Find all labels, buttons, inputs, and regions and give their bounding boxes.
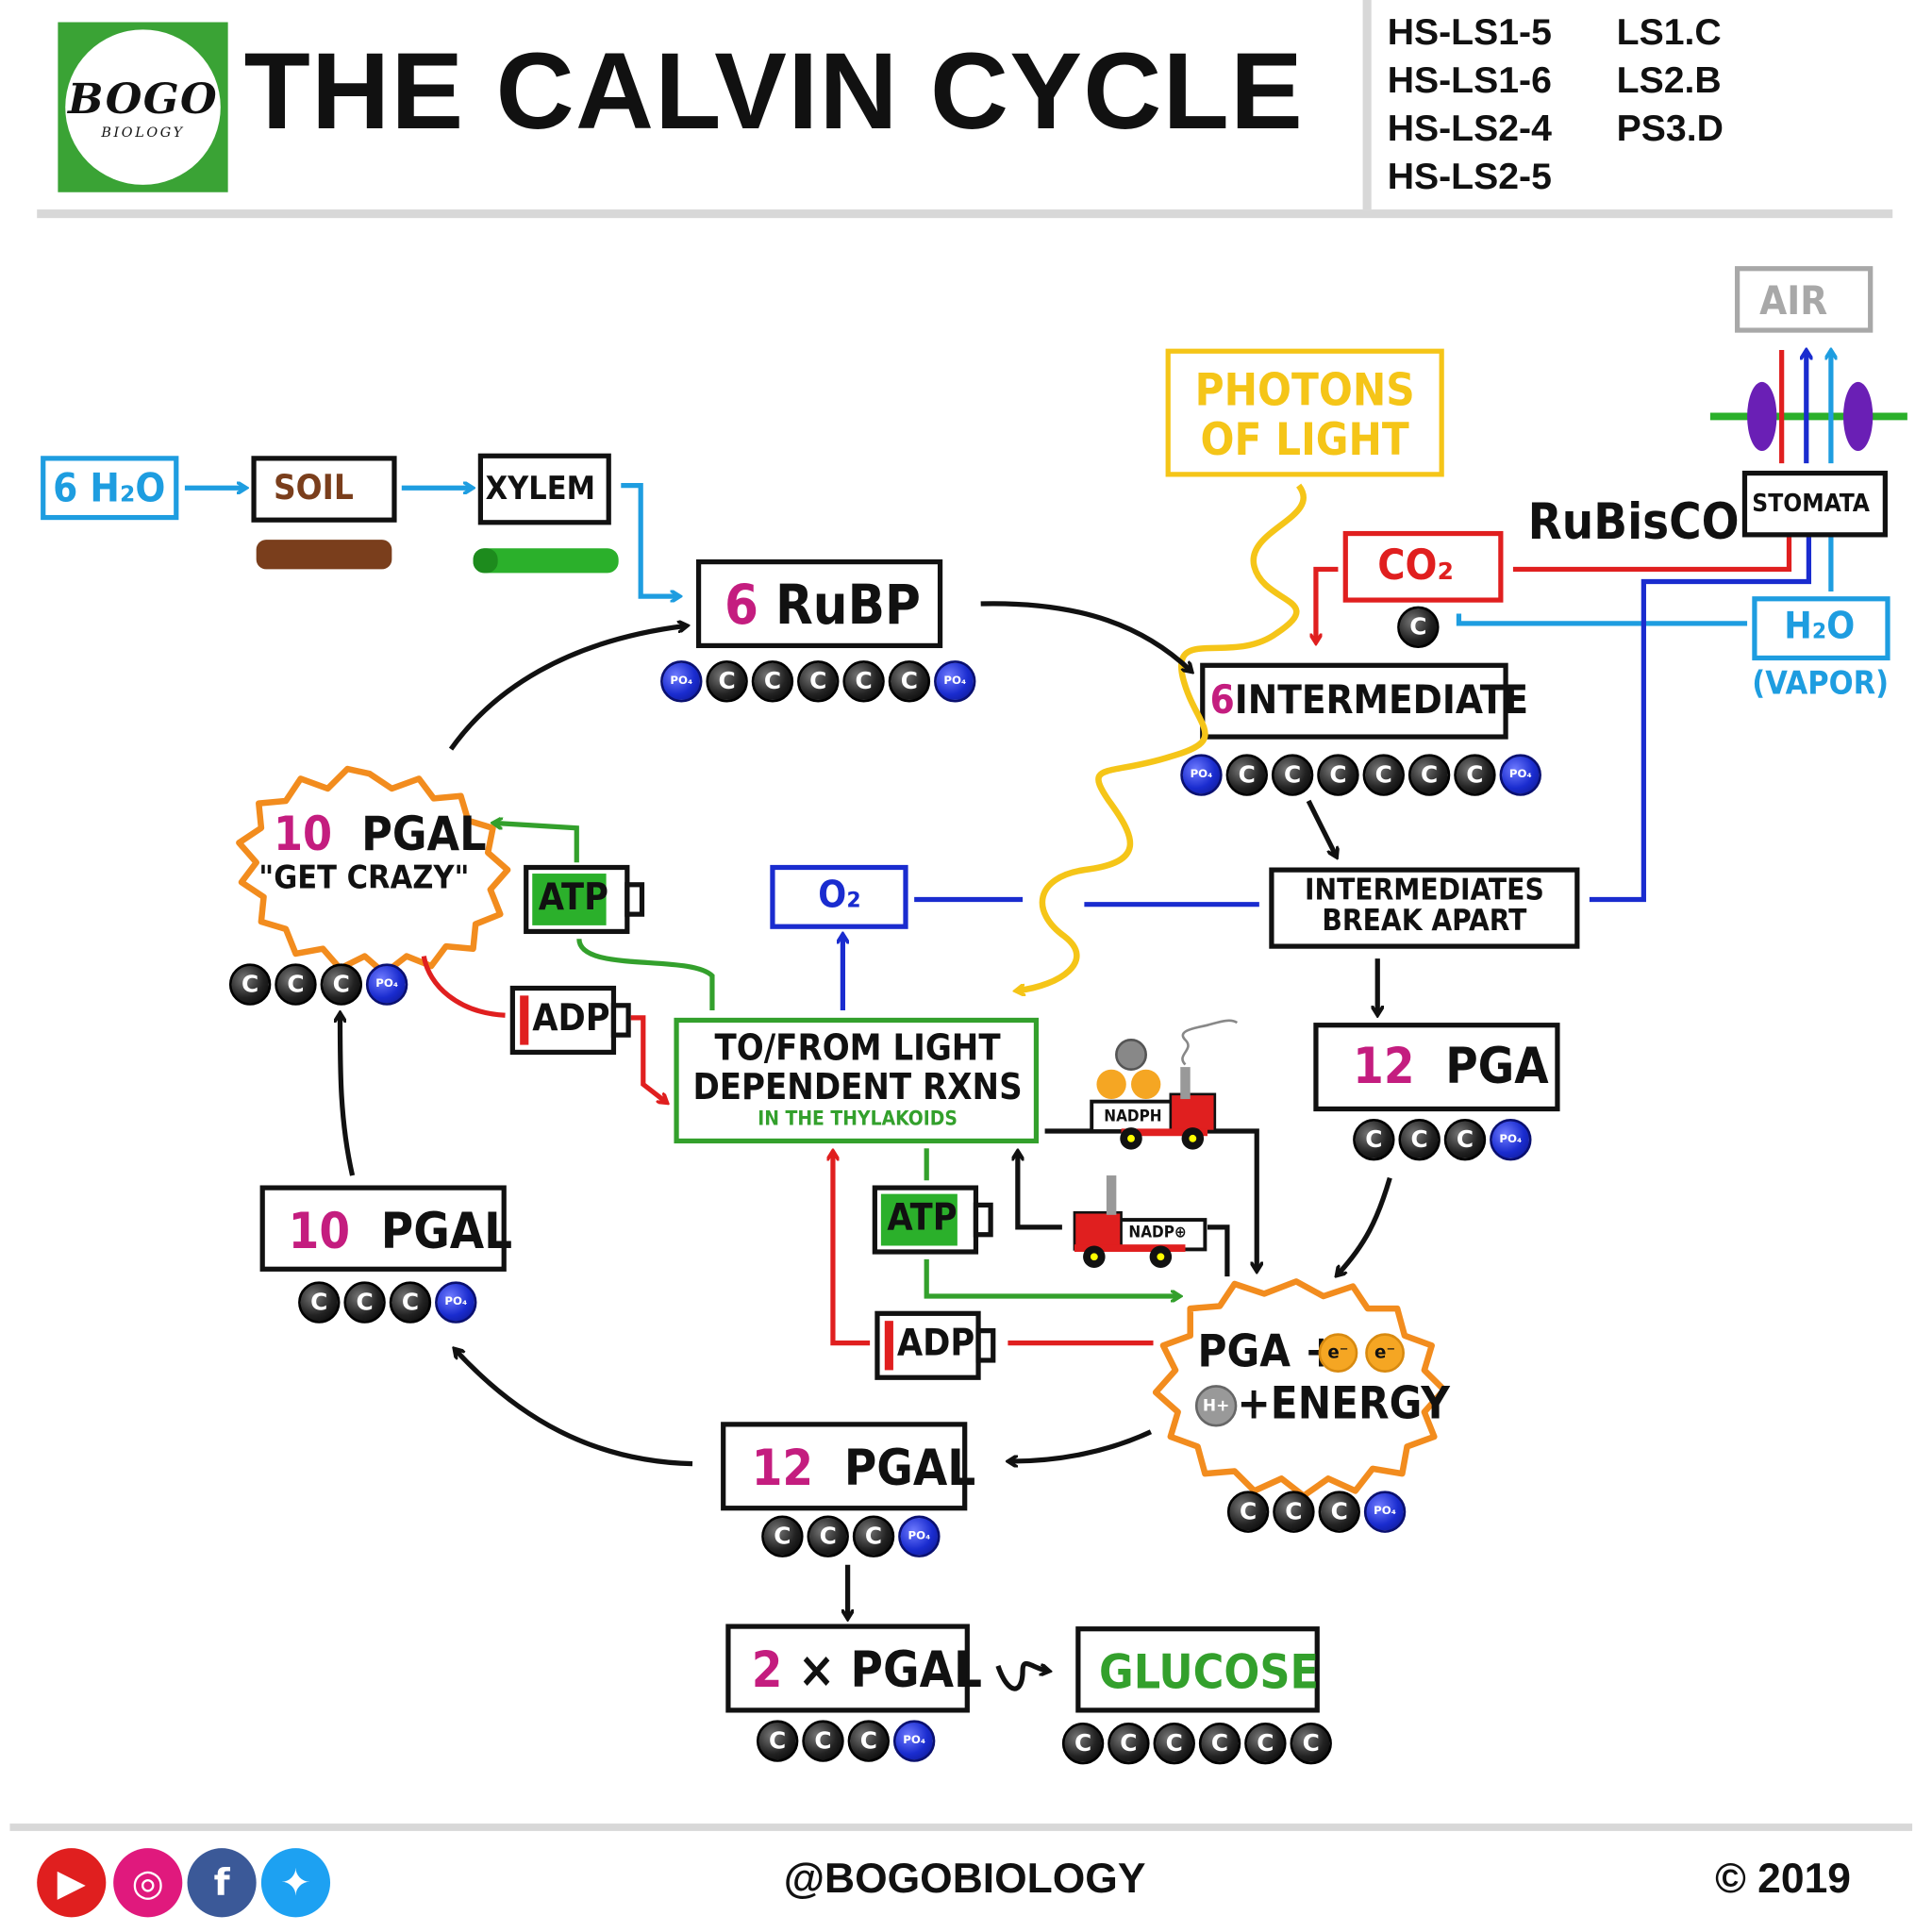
facebook-icon[interactable]: f (187, 1848, 257, 1918)
copyright: © 2019 (1715, 1856, 1851, 1903)
energy-line1: PGA + (1197, 1326, 1339, 1378)
pgal12-label: 12 PGAL (751, 1440, 976, 1497)
vapor-label: (VAPOR) (1752, 665, 1890, 703)
rubp-label: 6 RuBP (724, 574, 921, 638)
standard-ls2-b: LS2.B (1616, 59, 1722, 102)
glucose-label: GLUCOSE (1099, 1644, 1320, 1700)
o2-label: O₂ (818, 874, 861, 917)
social-handle[interactable]: @BOGOBIOLOGY (783, 1856, 1146, 1903)
adp-label-top: ADP (532, 996, 610, 1041)
pgal10-crazy-label: 10 PGAL (273, 807, 487, 861)
standard-hs-ls2-5: HS-LS2-5 (1387, 156, 1552, 197)
light-reactions-line1: TO/FROM LIGHT (714, 1025, 1001, 1069)
photons-label: PHOTONS OF LIGHT (1194, 365, 1415, 466)
header-rule (37, 209, 1893, 219)
header-divider (1362, 0, 1372, 210)
stomata-label: STOMATA (1752, 488, 1870, 518)
thylakoids-label: IN THE THYLAKOIDS (758, 1106, 958, 1130)
energy-line2: +ENERGY (1237, 1378, 1450, 1430)
light-reactions-line2: DEPENDENT RXNS (692, 1065, 1023, 1108)
pgal10-label: 10 PGAL (288, 1204, 513, 1261)
atp-label-top: ATP (538, 875, 608, 920)
pga12-label: 12 PGA (1353, 1039, 1549, 1096)
nadp-truck (1073, 1175, 1208, 1268)
xylem-label: XYLEM (485, 470, 596, 508)
water-input-label: 6 H₂O (53, 464, 166, 512)
standard-hs-ls1-6: HS-LS1-6 (1387, 59, 1552, 102)
standard-hs-ls2-4: HS-LS2-4 (1387, 108, 1552, 150)
pgal2-label: 2 × PGAL (751, 1642, 982, 1700)
logo-text: BOGO (68, 75, 218, 125)
water-vapor-label: H₂O (1784, 605, 1856, 649)
rubisco-label: RuBisCO (1527, 493, 1740, 551)
break-apart-label: INTERMEDIATES BREAK APART (1304, 872, 1544, 939)
standard-ls1-c: LS1.C (1616, 12, 1722, 54)
page-title: THE CALVIN CYCLE (243, 29, 1305, 152)
standard-hs-ls1-5: HS-LS1-5 (1387, 12, 1552, 54)
nadp-label: NADP⊕ (1128, 1223, 1187, 1242)
hydrogen-ion: H+ (1194, 1385, 1238, 1427)
bogo-logo: BOGO BIOLOGY (58, 22, 228, 192)
get-crazy-label: "GET CRAZY" (258, 859, 470, 897)
atp-label-bottom: ATP (887, 1196, 958, 1240)
co2-label: CO₂ (1377, 541, 1455, 591)
intermediate-label: 6INTERMEDIATE (1209, 676, 1529, 724)
standard-ps3-d: PS3.D (1616, 108, 1724, 150)
twitter-icon[interactable]: ✦ (260, 1848, 331, 1918)
electron-2: e⁻ (1365, 1333, 1405, 1374)
logo-subtext: BIOLOGY (101, 124, 185, 141)
nadph-truck (1090, 1019, 1239, 1150)
instagram-icon[interactable]: ◎ (113, 1848, 183, 1918)
air-label: AIR (1759, 276, 1828, 325)
co2-carbon: C (1397, 606, 1440, 649)
adp-label-bottom: ADP (896, 1322, 975, 1366)
youtube-icon[interactable]: ▶ (37, 1848, 107, 1918)
electron-1: e⁻ (1318, 1333, 1358, 1374)
soil-label: SOIL (273, 467, 354, 508)
nadph-label: NADPH (1104, 1108, 1162, 1126)
